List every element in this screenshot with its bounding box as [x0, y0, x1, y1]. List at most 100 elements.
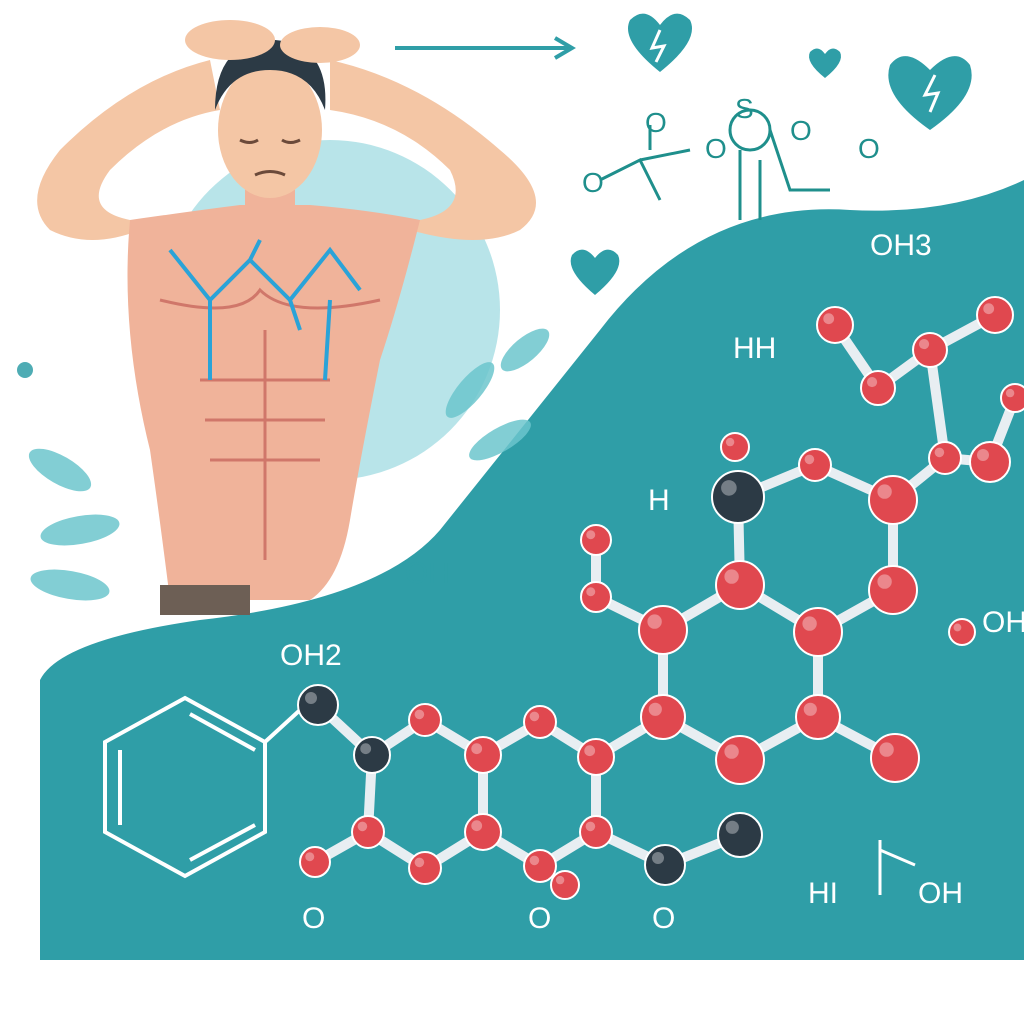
atom-highlight: [529, 711, 540, 722]
formula-label-o: O: [528, 902, 551, 935]
formula-label-oh-right: OH: [982, 606, 1024, 639]
oxygen-atom: [969, 441, 1011, 483]
oxygen-atom: [715, 735, 765, 785]
oxygen-atom: [912, 332, 948, 368]
atom-highlight: [725, 820, 739, 834]
oxygen-atom: [408, 703, 442, 737]
atom-highlight: [360, 743, 372, 755]
oxygen-atom: [464, 736, 502, 774]
oxygen-atom: [715, 560, 765, 610]
formula-label-o: O: [302, 902, 325, 935]
carbon-atom: [644, 844, 686, 886]
formula-label-oh3: OH3: [870, 229, 932, 262]
man-figure: [37, 20, 537, 615]
oxygen-atom: [948, 618, 976, 646]
heart-icon: [809, 48, 841, 78]
formula-label-oh2: OH2: [280, 639, 342, 672]
atom-highlight: [953, 623, 962, 632]
oxygen-atom: [638, 605, 688, 655]
oxygen-atom: [868, 565, 918, 615]
atom-highlight: [305, 852, 315, 862]
arms: [37, 60, 537, 240]
atom-highlight: [305, 692, 317, 704]
atom-highlight: [918, 338, 930, 350]
head: [218, 62, 322, 198]
formula-label-h: H: [648, 484, 670, 517]
atom-highlight: [414, 709, 425, 720]
oxygen-atom: [408, 851, 442, 885]
atom-highlight: [555, 875, 565, 885]
atom-highlight: [879, 742, 894, 757]
atom-highlight: [866, 376, 878, 388]
oxygen-atom: [976, 296, 1014, 334]
oxygen-atom: [793, 607, 843, 657]
heart-icons: [570, 13, 972, 295]
oxygen-atom: [523, 849, 557, 883]
carbon-atom: [717, 812, 763, 858]
bond: [925, 345, 950, 463]
oxygen-atom: [523, 705, 557, 739]
oxygen-atom: [816, 306, 854, 344]
atom-highlight: [1005, 388, 1015, 398]
molecule-atoms: [297, 296, 1024, 900]
atom-highlight: [721, 480, 737, 496]
oxygen-atom: [798, 448, 832, 482]
atom-highlight: [471, 820, 483, 832]
atom-highlight: [586, 530, 596, 540]
oxygen-atom: [795, 694, 841, 740]
face: [239, 138, 301, 177]
atom-highlight: [804, 454, 815, 465]
oxygen-atom: [577, 738, 615, 776]
atom-highlight: [724, 569, 739, 584]
oxygen-atom: [464, 813, 502, 851]
oxygen-atom: [868, 475, 918, 525]
torso: [127, 205, 420, 600]
atom-highlight: [724, 744, 739, 759]
benzene-ring: [103, 695, 302, 879]
oxygen-atom: [550, 870, 580, 900]
oxygen-atom: [720, 432, 750, 462]
top-label: O: [582, 167, 604, 198]
oxygen-atom: [1000, 383, 1024, 413]
oxygen-atom: [351, 815, 385, 849]
top-label: O: [790, 115, 812, 146]
heart-icon: [628, 13, 692, 73]
atom-highlight: [803, 702, 817, 716]
oxygen-atom: [579, 815, 613, 849]
teal-panel: [40, 180, 1024, 960]
atom-highlight: [934, 447, 945, 458]
leaves-decoration: [17, 328, 550, 601]
top-label: O: [705, 133, 727, 164]
carbon-atom: [711, 470, 765, 524]
shorts: [160, 585, 250, 615]
atom-highlight: [584, 745, 596, 757]
oxygen-atom: [870, 733, 920, 783]
atom-highlight: [471, 743, 483, 755]
heart-icon: [570, 249, 620, 295]
veins: [168, 239, 362, 381]
atom-highlight: [414, 857, 425, 868]
atom-highlight: [725, 437, 735, 447]
muscle-lines: [159, 287, 381, 560]
arrow-icon: [395, 36, 576, 60]
carbon-atom: [297, 684, 339, 726]
atom-highlight: [357, 821, 368, 832]
top-label: S: [735, 93, 754, 124]
atom-highlight: [586, 587, 596, 597]
oxygen-atom: [580, 524, 612, 556]
top-formula: [599, 108, 830, 220]
atom-highlight: [877, 484, 892, 499]
carbon-atom: [353, 736, 391, 774]
atom-highlight: [647, 614, 662, 629]
top-label: O: [645, 107, 667, 138]
atom-highlight: [877, 574, 892, 589]
atom-highlight: [983, 303, 995, 315]
formula-label-hi: HI: [808, 877, 838, 910]
oxygen-atom: [860, 370, 896, 406]
oxygen-atom: [299, 846, 331, 878]
formula-label-oh-bottom: OH: [918, 877, 963, 910]
oxygen-atom: [640, 694, 686, 740]
oxygen-atom: [928, 441, 962, 475]
atom-highlight: [823, 313, 835, 325]
